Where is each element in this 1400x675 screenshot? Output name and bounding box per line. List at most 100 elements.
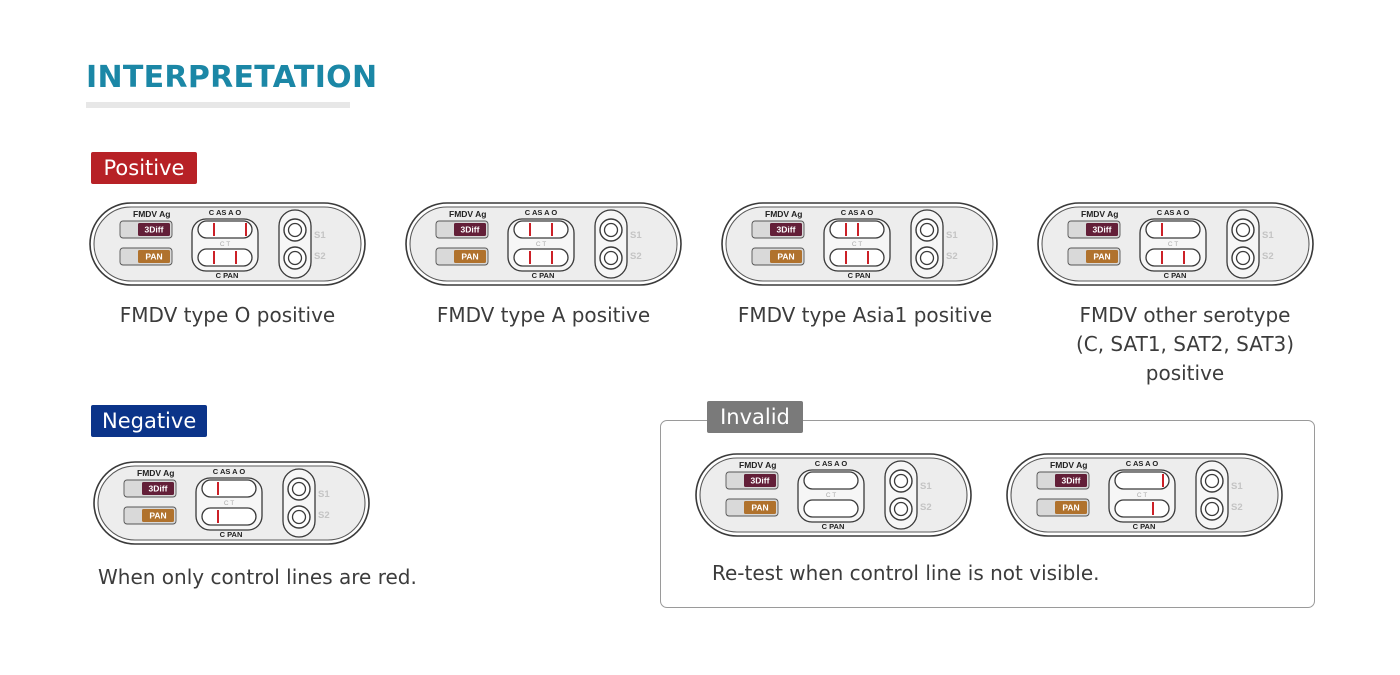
diff-label: 3Diff xyxy=(145,225,164,235)
test-line-bottom-t xyxy=(1152,502,1154,515)
test-line-top-o xyxy=(245,223,247,236)
pan-tag xyxy=(1086,250,1118,263)
pan-tag xyxy=(744,501,776,514)
sample-well-1-inner xyxy=(1204,473,1220,489)
strip-bottom-labels: C PAN xyxy=(532,271,555,280)
strip-top xyxy=(1145,220,1201,239)
diff-label: 3Diff xyxy=(1062,476,1081,486)
caption-other-line-3: positive xyxy=(1145,361,1225,385)
strip-bottom-labels: C PAN xyxy=(848,271,871,280)
test-line-bottom-c xyxy=(845,251,847,264)
test-line-top-c xyxy=(213,223,215,236)
sample-well-2-inner xyxy=(1204,501,1220,517)
pan-label: PAN xyxy=(1062,503,1079,513)
strip-top-labels: C AS A O xyxy=(209,208,242,217)
strip-middle-labels: C T xyxy=(826,492,836,499)
positive-badge: Positive xyxy=(91,152,197,184)
caption-invalid: Re-test when control line is not visible… xyxy=(712,561,1100,585)
invalid-badge: Invalid xyxy=(707,401,803,433)
diff-tag xyxy=(1055,474,1087,487)
cassette-brand-label: FMDV Ag xyxy=(133,209,170,219)
strip-top-labels: C AS A O xyxy=(1157,208,1190,217)
test-line-top-as xyxy=(857,223,859,236)
strip-bottom-labels: C PAN xyxy=(220,530,243,539)
test-line-bottom-c xyxy=(217,510,219,523)
pan-tag xyxy=(142,509,174,522)
sample-well-1-inner xyxy=(287,222,303,238)
pan-label: PAN xyxy=(777,252,794,262)
strip-bottom xyxy=(1145,248,1201,267)
strip-middle-labels: C T xyxy=(1137,492,1147,499)
caption-other-line-1: FMDV other serotype xyxy=(1079,303,1291,327)
strip-bottom xyxy=(197,248,253,267)
pan-tag xyxy=(770,250,802,263)
pan-label: PAN xyxy=(145,252,162,262)
test-line-bottom-t xyxy=(551,251,553,264)
diff-label: 3Diff xyxy=(149,484,168,494)
strip-bottom-labels: C PAN xyxy=(1133,522,1156,531)
cassette-brand-label: FMDV Ag xyxy=(765,209,802,219)
diff-label: 3Diff xyxy=(461,225,480,235)
test-line-bottom-t xyxy=(235,251,237,264)
pan-label: PAN xyxy=(149,511,166,521)
diff-tag xyxy=(770,223,802,236)
s2-label: S2 xyxy=(314,251,326,262)
strip-bottom xyxy=(201,507,257,526)
cassette-brand-label: FMDV Ag xyxy=(739,460,776,470)
diff-tag xyxy=(744,474,776,487)
sample-well-1-inner xyxy=(291,481,307,497)
s2-label: S2 xyxy=(630,251,642,262)
test-line-top-o xyxy=(1162,474,1164,487)
strip-bottom-labels: C PAN xyxy=(822,522,845,531)
caption-negative: When only control lines are red. xyxy=(98,565,417,589)
pan-tag xyxy=(454,250,486,263)
s2-label: S2 xyxy=(920,502,932,513)
s1-label: S1 xyxy=(630,230,642,241)
test-line-bottom-c xyxy=(213,251,215,264)
sample-well-2-inner xyxy=(603,250,619,266)
sample-well-1-inner xyxy=(1235,222,1251,238)
test-line-bottom-t xyxy=(867,251,869,264)
strip-middle-labels: C T xyxy=(1168,241,1178,248)
strip-top xyxy=(201,479,257,498)
sample-well-1-inner xyxy=(893,473,909,489)
diff-tag xyxy=(138,223,170,236)
test-line-bottom-c xyxy=(1161,251,1163,264)
sample-well-2-inner xyxy=(291,509,307,525)
s2-label: S2 xyxy=(1262,251,1274,262)
diff-label: 3Diff xyxy=(777,225,796,235)
strip-bottom-labels: C PAN xyxy=(1164,271,1187,280)
test-line-top-c xyxy=(217,482,219,495)
sample-well-2-inner xyxy=(287,250,303,266)
strip-middle-labels: C T xyxy=(852,241,862,248)
negative-badge: Negative xyxy=(91,405,207,437)
caption-other-line-2: (C, SAT1, SAT2, SAT3) xyxy=(1075,332,1295,356)
test-line-top-c xyxy=(529,223,531,236)
sample-well-1-inner xyxy=(919,222,935,238)
strip-middle-labels: C T xyxy=(220,241,230,248)
strip-top-labels: C AS A O xyxy=(1126,459,1159,468)
pan-tag xyxy=(1055,501,1087,514)
test-line-top-c xyxy=(1161,223,1163,236)
strip-top xyxy=(803,471,859,490)
test-line-bottom-c xyxy=(529,251,531,264)
diff-tag xyxy=(454,223,486,236)
sample-well-2-inner xyxy=(1235,250,1251,266)
strip-middle-labels: C T xyxy=(536,241,546,248)
s1-label: S1 xyxy=(318,489,330,500)
cassette-brand-label: FMDV Ag xyxy=(137,468,174,478)
strip-top xyxy=(1114,471,1170,490)
invalid-panel xyxy=(660,420,1315,608)
s1-label: S1 xyxy=(1231,481,1243,492)
strip-top-labels: C AS A O xyxy=(525,208,558,217)
test-line-bottom-t xyxy=(1183,251,1185,264)
cassette-brand-label: FMDV Ag xyxy=(1081,209,1118,219)
sample-well-2-inner xyxy=(893,501,909,517)
page-title: INTERPRETATION xyxy=(86,60,378,95)
